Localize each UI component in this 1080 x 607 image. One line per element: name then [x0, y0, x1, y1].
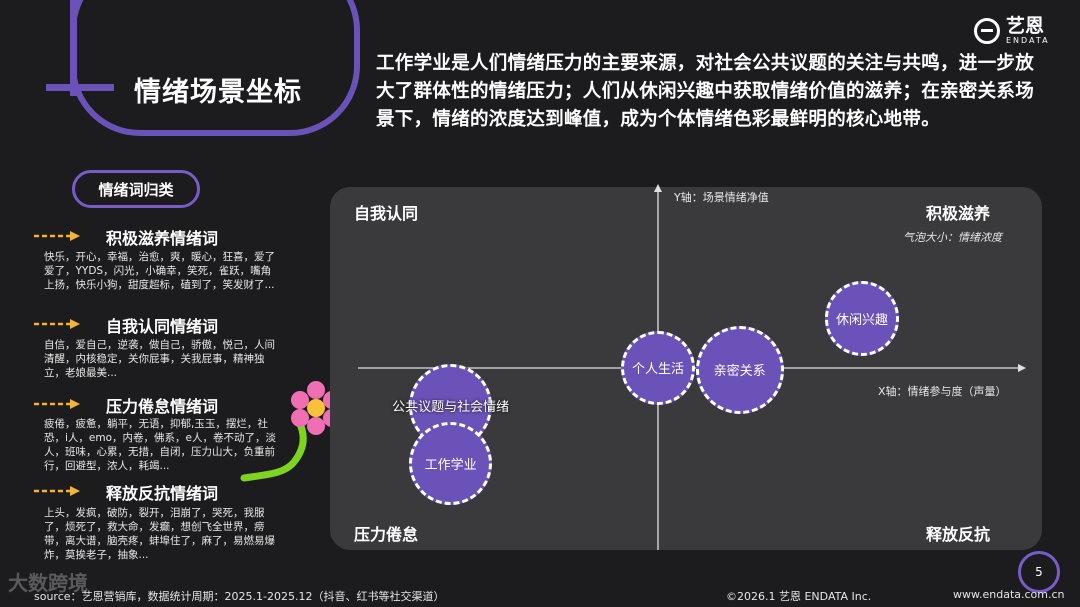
bubble-label: 亲密关系 — [713, 364, 766, 380]
logo-english: ENDATA — [1006, 36, 1050, 45]
bubble-size-legend: 气泡大小：情绪浓度 — [903, 231, 1002, 244]
endata-logo: 艺恩 ENDATA — [974, 16, 1050, 45]
copyright: ©2026.1 艺恩 ENDATA Inc. — [726, 590, 872, 603]
header-frame-decoration — [70, 0, 360, 136]
summary-text: 工作学业是人们情绪压力的主要来源，对社会公共议题的关注与共鸣，进一步放大了群体性… — [376, 53, 1035, 130]
bubble-label: 休闲兴趣 — [835, 312, 888, 328]
quadrant-label-bottom-left: 压力倦怠 — [354, 525, 419, 544]
arrow-right-icon — [34, 486, 80, 496]
x-axis-label: X轴：情绪参与度（声量） — [878, 385, 1007, 398]
header-bar-decoration — [70, 0, 77, 96]
website: www.endata.com.cn — [953, 588, 1065, 601]
category-pill: 情绪词归类 — [72, 170, 200, 208]
bubble-point: 工作学业 — [408, 421, 493, 506]
category-words: 上头，发疯，破防，裂开，泪崩了，哭死，我服了，烦死了，救大命，发癫，想创飞全世界… — [44, 507, 275, 561]
quadrant-label-bottom-right: 释放反抗 — [926, 525, 991, 544]
bubble-point: 休闲兴趣 — [824, 281, 900, 356]
y-axis-label: Y轴：场景情绪净值 — [674, 191, 769, 204]
bubble-point: 亲密关系 — [695, 325, 784, 414]
category-title: 自我认同情绪词 — [106, 317, 219, 336]
bubble-point: 个人生活 — [620, 330, 696, 406]
bubble-label: 工作学业 — [424, 458, 477, 474]
page-title: 情绪场景坐标 — [134, 77, 302, 108]
arrow-right-icon — [34, 231, 80, 241]
category-title: 释放反抗情绪词 — [106, 484, 219, 503]
bubble-label: 公共议题与社会情绪 — [392, 400, 510, 416]
arrow-right-icon — [34, 319, 80, 329]
category-words: 自信，爱自己，逆袭，做自己，骄傲，悦己，人间清醒，内核稳定，关你屁事，关我屁事，… — [44, 339, 275, 379]
logo-name: 艺恩 — [1006, 15, 1045, 37]
arrow-right-icon — [34, 399, 80, 409]
page-number: 5 — [1018, 551, 1060, 593]
watermark: 大数跨境 — [8, 571, 88, 595]
source-note: source：艺恩营销库，数据统计周期：2025.1-2025.12（抖音、红书… — [34, 590, 445, 603]
quadrant-label-top-left: 自我认同 — [354, 204, 419, 223]
endata-logo-icon — [974, 17, 1000, 44]
header-bar-decoration — [46, 84, 114, 91]
category-words: 快乐，开心，幸福，治愈，爽，暖心，狂喜，爱了爱了，YYDS，闪光，小确幸，笑死，… — [44, 251, 275, 291]
category-words: 疲倦，疲惫，躺平，无语，抑郁,玉玉，摆烂，社恐，i人，emo，内卷，佛系，e人，… — [44, 418, 276, 472]
category-title: 积极滋养情绪词 — [106, 229, 219, 248]
category-title: 压力倦怠情绪词 — [106, 397, 219, 416]
bubble-label: 个人生活 — [631, 362, 684, 378]
quadrant-label-top-right: 积极滋养 — [926, 204, 991, 223]
